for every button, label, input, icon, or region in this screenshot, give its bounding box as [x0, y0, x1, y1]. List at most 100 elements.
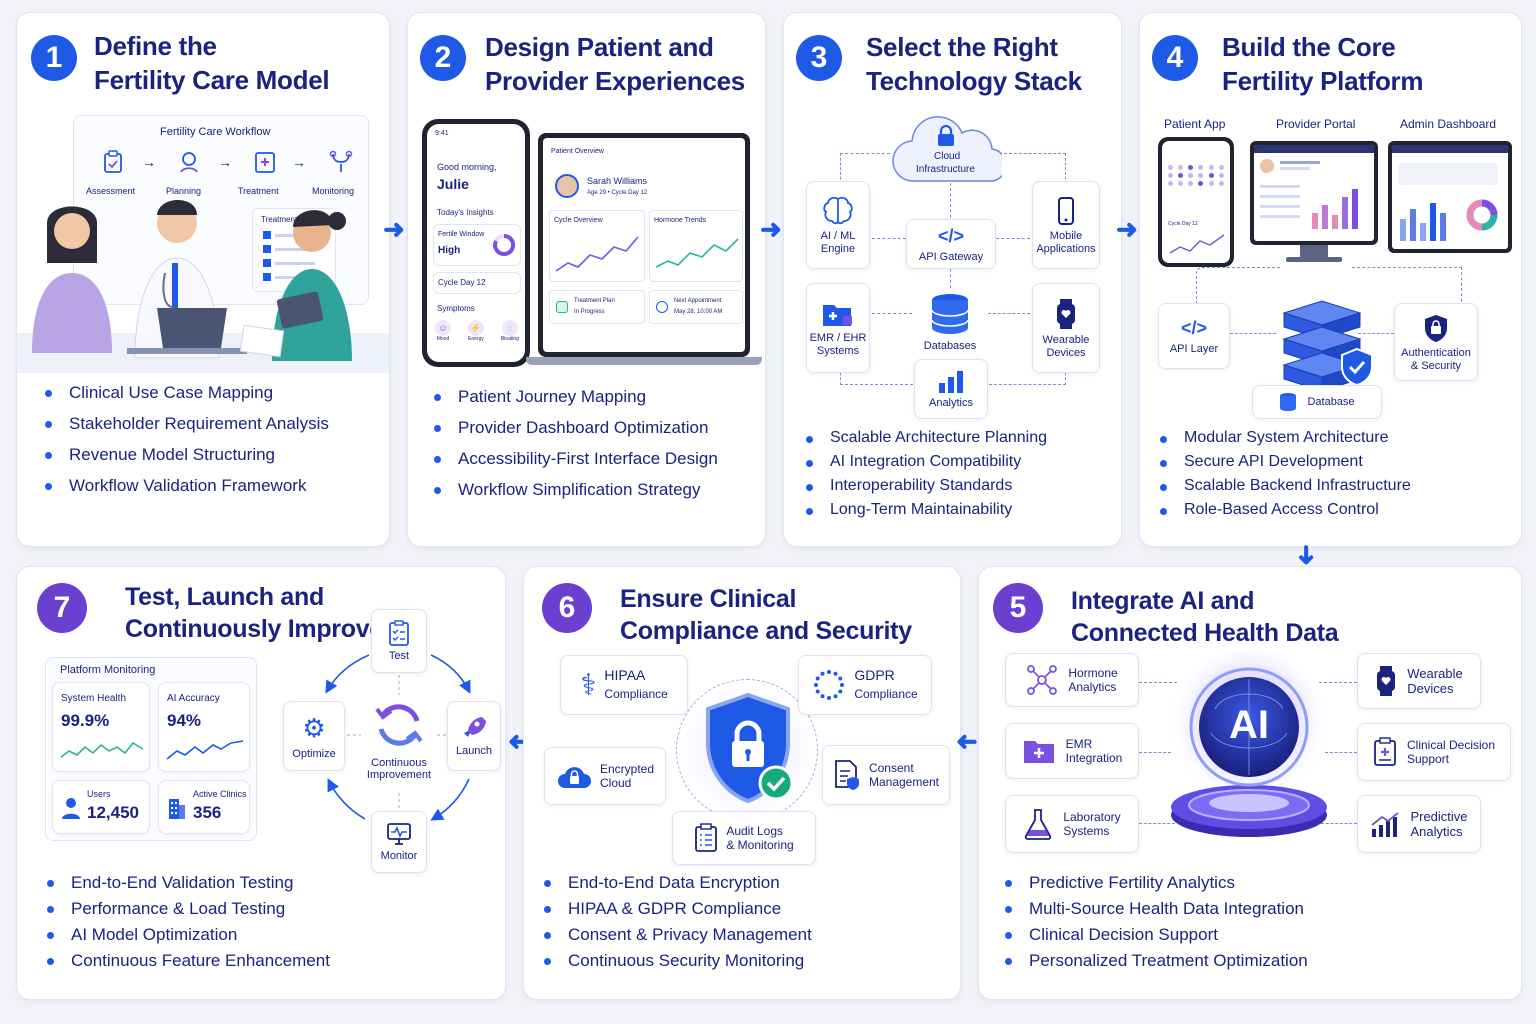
workflow-arrow: →: [142, 154, 156, 170]
hormone-label: Hormone: [1068, 666, 1118, 680]
cloud-infrastructure-node: Cloud Infrastructure: [890, 113, 1002, 185]
cds-label: Support: [1406, 752, 1450, 766]
workflow-label-treatment: Treatment: [238, 186, 279, 196]
plan-status: In Progress: [574, 309, 605, 315]
bullet: Accessibility-First Interface Design: [432, 449, 718, 469]
step-7-bullets: End-to-End Validation Testing Performanc…: [45, 873, 330, 971]
api-layer-label: API Layer: [1169, 342, 1219, 355]
hipaa-label: HIPAA: [604, 667, 646, 683]
user-icon: [61, 797, 81, 819]
bullet: Workflow Validation Framework: [43, 476, 329, 496]
patient-avatar: [555, 174, 579, 198]
patient-name: Sarah Williams: [587, 176, 648, 186]
audit-label: Audit Logs: [726, 824, 784, 838]
health-label: System Health: [61, 693, 127, 704]
step-3-number: 3: [796, 35, 842, 81]
step-1-bullets: Clinical Use Case Mapping Stakeholder Re…: [43, 383, 329, 496]
provider-portal-mockup: [1250, 141, 1378, 245]
step-6-number: 6: [542, 583, 592, 633]
predictive-label: Analytics: [1410, 824, 1463, 839]
phone-icon: [1057, 196, 1075, 226]
wearable-devices-node: Wearable Devices: [1032, 283, 1100, 373]
energy-icon: ⚡: [467, 320, 484, 336]
accuracy-value: 94%: [167, 711, 202, 730]
user-name: Julie: [437, 176, 469, 192]
bullet: Interoperability Standards: [804, 477, 1047, 495]
code-icon: </>: [937, 225, 965, 246]
bullet: Long-Term Maintainability: [804, 501, 1047, 519]
flow-arrow-2-3: ➜: [760, 214, 782, 244]
ai-ml-engine-node: AI / ML Engine: [806, 181, 870, 269]
bullet: Predictive Fertility Analytics: [1003, 873, 1308, 893]
fertile-value: High: [438, 245, 461, 256]
step-2-bullets: Patient Journey Mapping Provider Dashboa…: [432, 387, 718, 500]
workflow-title: Fertility Care Workflow: [160, 126, 271, 138]
bullet: Performance & Load Testing: [45, 899, 330, 919]
refresh-cycle-icon: [361, 699, 437, 751]
clinics-value: 356: [193, 803, 222, 822]
cycle-day: Cycle Day 12: [438, 278, 486, 287]
portal-bar-chart: [1312, 189, 1358, 229]
bullet: AI Integration Compatibility: [804, 453, 1047, 471]
flow-arrow-5-6: ➜: [956, 726, 978, 756]
authentication-security-node: Authentication & Security: [1394, 303, 1478, 381]
connector: [872, 238, 906, 239]
symptom-label: Mood: [436, 336, 450, 342]
treatment-plan-status: Treatment Plan In Progress: [549, 290, 645, 324]
flow-arrow-3-4: ➜: [1116, 214, 1138, 244]
predictive-label: Predictive: [1410, 809, 1468, 824]
flow-arrow-1-2: ➜: [383, 214, 405, 244]
platform-monitoring-panel: Platform Monitoring System Health 99.9% …: [45, 657, 257, 841]
server-stack-icon: [1274, 295, 1373, 395]
connector: [1325, 752, 1357, 753]
accuracy-label: AI Accuracy: [167, 693, 220, 704]
code-icon: </>: [1180, 317, 1208, 338]
audit-label: & Monitoring: [726, 838, 794, 852]
mood-icon: ☺: [435, 320, 451, 336]
patient-app-mockup: Cycle Day 12: [1158, 137, 1234, 267]
avatar: [1260, 159, 1274, 173]
monitor-base: [1286, 257, 1342, 262]
step-6-bullets: End-to-End Data Encryption HIPAA & GDPR …: [542, 873, 812, 971]
planning-icon: [178, 150, 200, 174]
step-7-number: 7: [37, 583, 87, 633]
databases-label: Databases: [923, 340, 977, 352]
database-icon: [930, 292, 970, 336]
connector: [1230, 333, 1276, 334]
mobile-label: Mobile: [1049, 229, 1083, 242]
health-sparkline: [60, 741, 144, 758]
workflow-arrow: →: [218, 154, 232, 170]
monitoring-title: Platform Monitoring: [60, 664, 156, 676]
emr-ehr-node: EMR / EHR Systems: [806, 283, 870, 373]
bullet: Personalized Treatment Optimization: [1003, 951, 1308, 971]
workflow-label-assessment: Assessment: [86, 186, 136, 196]
bullet: Continuous Feature Enhancement: [45, 951, 330, 971]
workflow-arrow: →: [292, 154, 306, 170]
database-node: Database: [1252, 385, 1382, 419]
cloud-label: Cloud: [934, 151, 961, 162]
bullet: Clinical Use Case Mapping: [43, 383, 329, 403]
treatment-icon: [254, 150, 276, 174]
bullet: Revenue Model Structuring: [43, 445, 329, 465]
connector: [1004, 153, 1066, 189]
databases-node: Databases: [912, 285, 988, 359]
improvement-cycle: Test ⚙ Optimize Continuous Improvement L…: [279, 605, 501, 873]
flask-icon: [1023, 808, 1053, 840]
caduceus-icon: ⚕: [580, 668, 597, 702]
audit-clipboard-icon: [694, 823, 718, 853]
test-node: Test: [371, 609, 427, 673]
workflow-label-monitoring: Monitoring: [312, 186, 355, 196]
emr-label: EMR: [1065, 737, 1093, 751]
greeting: Good morning,: [437, 162, 497, 172]
insights-label: Today's Insights: [437, 208, 494, 217]
gear-icon: ⚙: [302, 712, 326, 743]
folder-plus-icon: [1022, 737, 1056, 765]
lab-label: Systems: [1063, 824, 1110, 838]
symptom-label: Energy: [468, 336, 484, 342]
